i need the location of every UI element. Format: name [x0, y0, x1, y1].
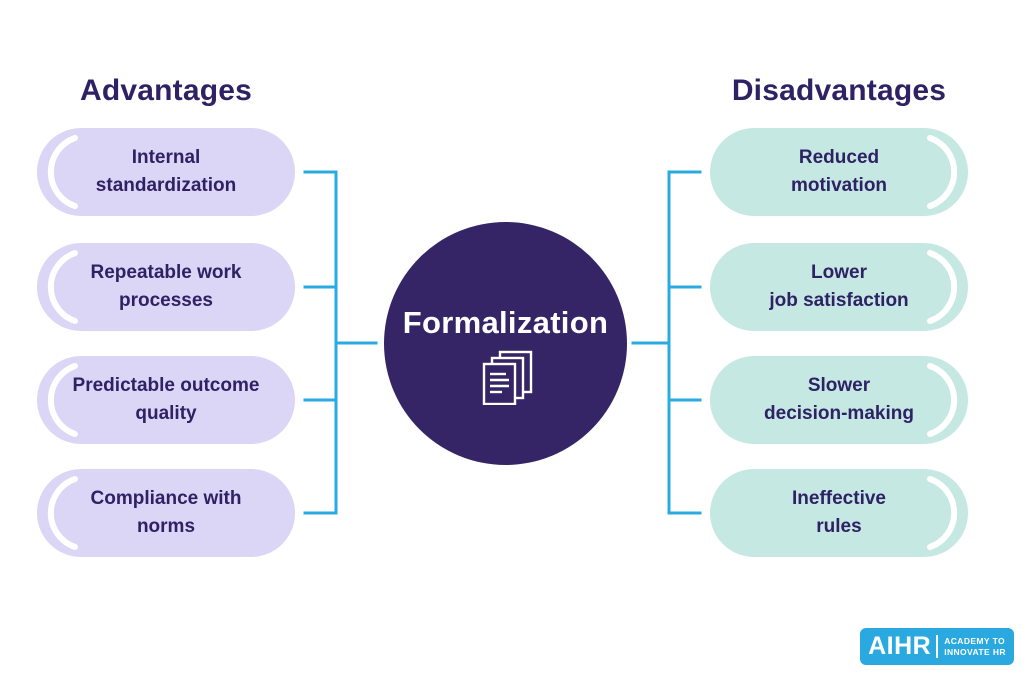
logo-tagline-line1: ACADEMY TO — [944, 635, 1006, 646]
logo-tagline: ACADEMY TO INNOVATE HR — [944, 636, 1006, 657]
aihr-logo: AIHR ACADEMY TO INNOVATE HR — [860, 628, 1014, 665]
advantage-pill: Compliance with norms — [37, 469, 295, 557]
disadvantage-pill-label: Lower job satisfaction — [769, 262, 909, 311]
advantage-pill-label: Compliance with norms — [90, 488, 242, 537]
advantage-pill-label: Repeatable work processes — [90, 262, 242, 311]
disadvantage-pill: Lower job satisfaction — [710, 243, 968, 331]
disadvantage-pill: Ineffective rules — [710, 469, 968, 557]
aihr-logo-wordmark: AIHR — [868, 632, 932, 660]
advantage-pill: Repeatable work processes — [37, 243, 295, 331]
advantage-pill-label: Internal standardization — [95, 147, 237, 196]
advantage-pill-label: Predictable outcome quality — [72, 375, 260, 424]
disadvantages-title: Disadvantages — [731, 74, 947, 107]
stacked-documents-icon — [482, 350, 532, 405]
disadvantage-pill-label: Ineffective rules — [792, 488, 886, 537]
logo-tagline-line2: INNOVATE HR — [944, 646, 1006, 657]
logo-divider — [936, 635, 939, 658]
disadvantage-pill-label: Slower decision-making — [764, 375, 914, 424]
advantage-pill: Internal standardization — [37, 128, 295, 216]
disadvantage-pill: Slower decision-making — [710, 356, 968, 444]
formalization-circle: Formalization — [384, 222, 627, 465]
center-topic-label: Formalization — [402, 304, 609, 340]
advantage-pill: Predictable outcome quality — [37, 356, 295, 444]
advantages-title: Advantages — [79, 74, 253, 107]
disadvantage-pill-label: Reduced motivation — [790, 147, 888, 196]
disadvantage-pill: Reduced motivation — [710, 128, 968, 216]
